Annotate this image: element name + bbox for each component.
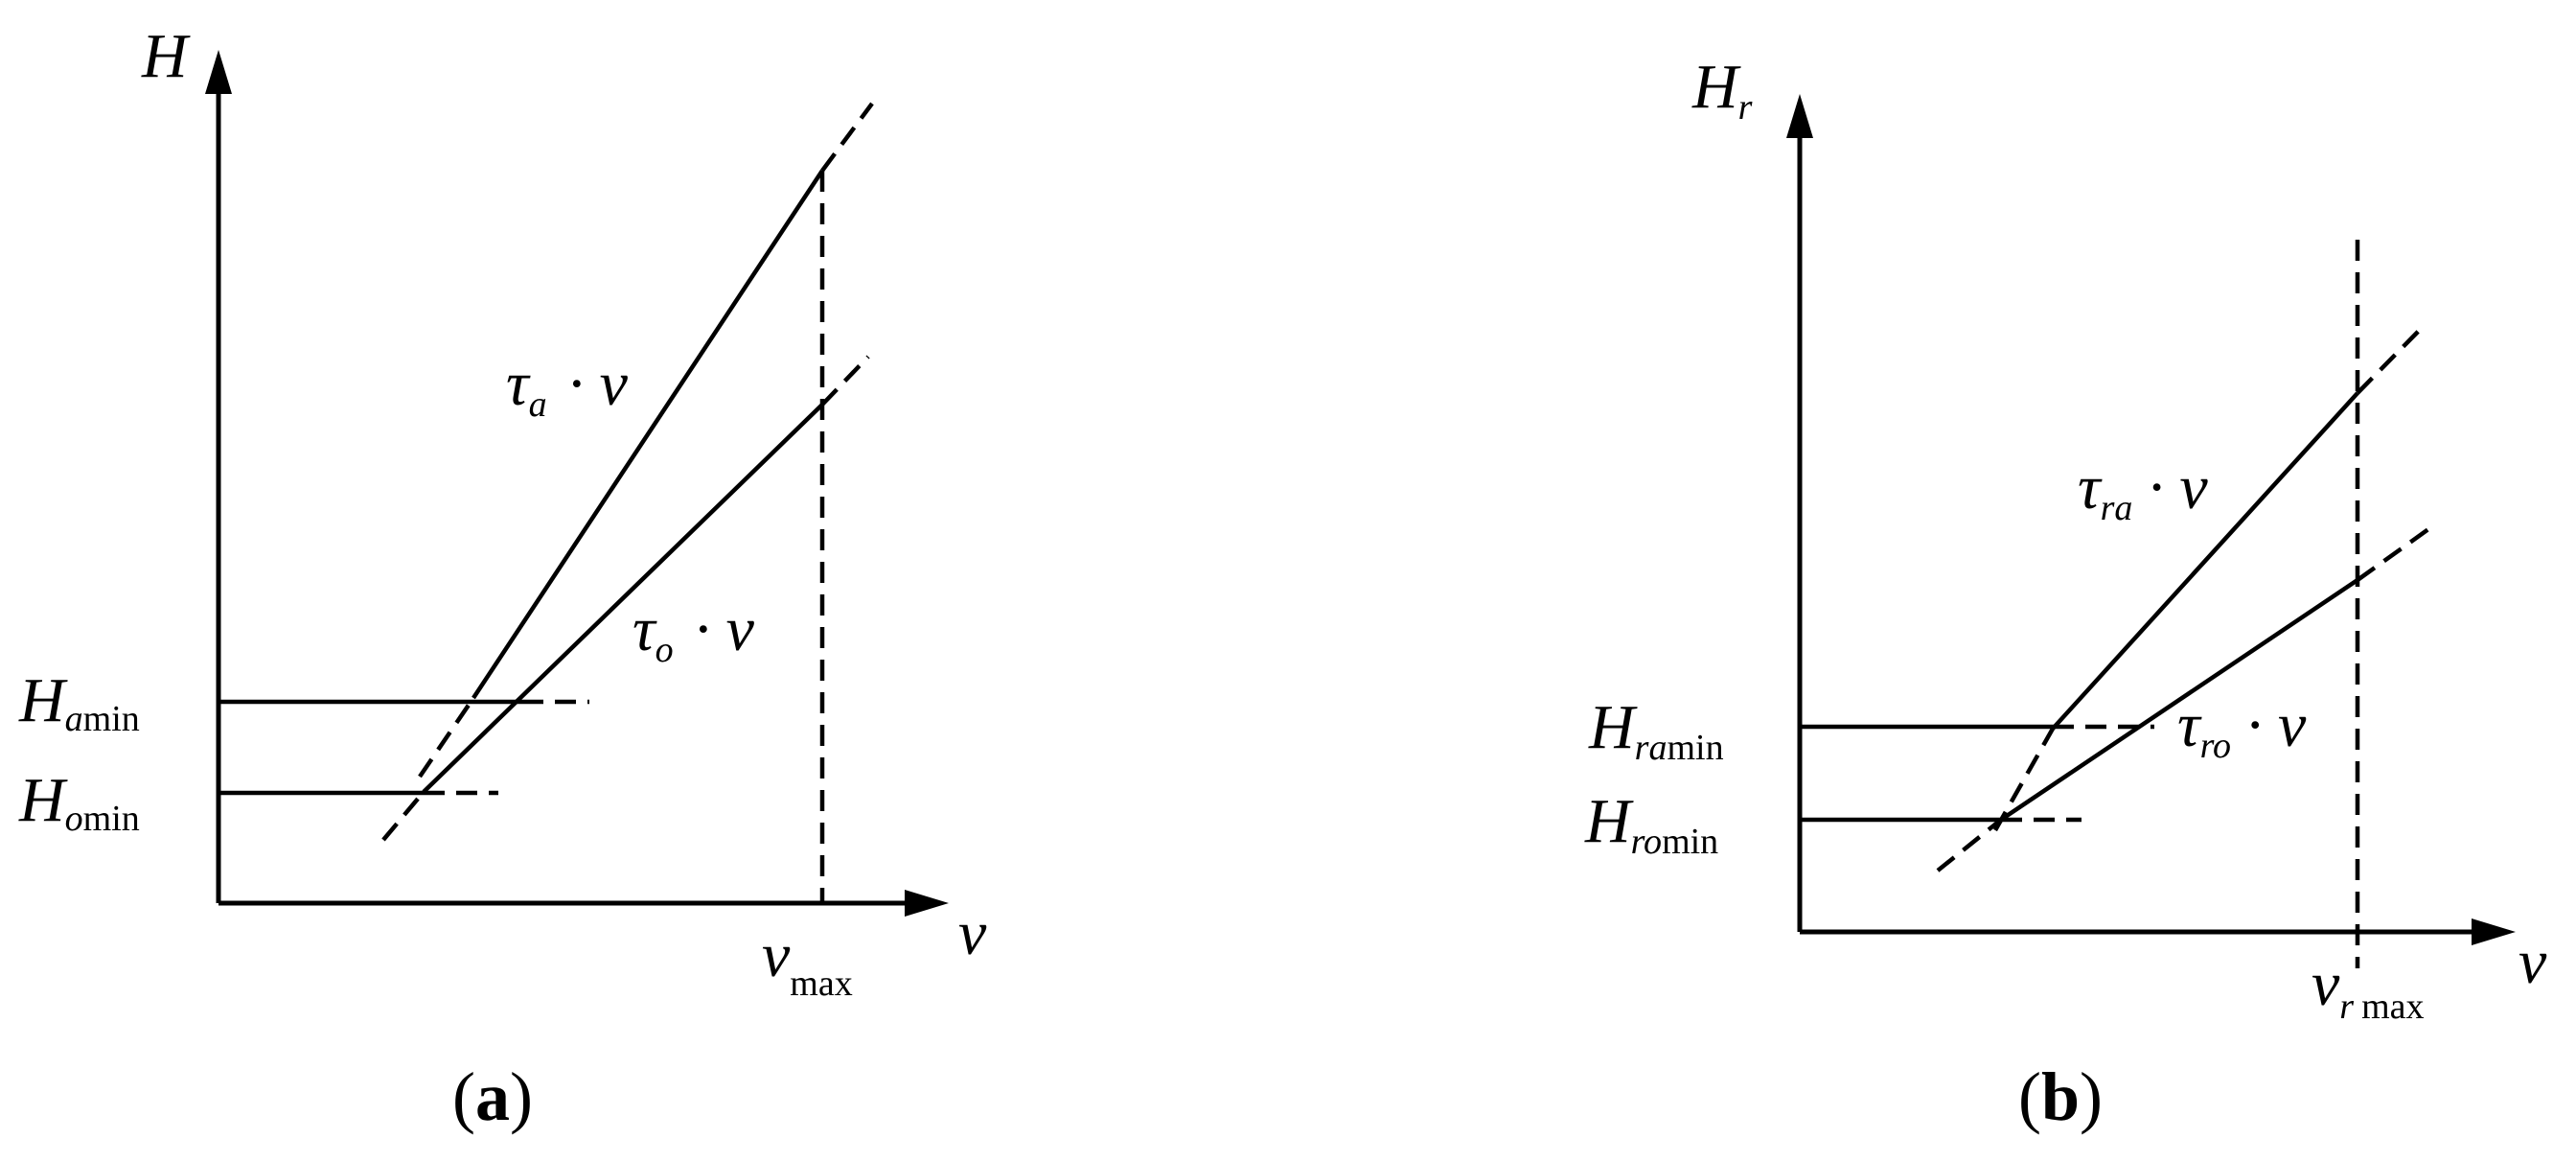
panel-b-y-axis-arrow — [1786, 94, 1813, 138]
panel-b-level-ra-label: Hramin — [1588, 692, 1724, 768]
panel-a-y-axis-arrow — [205, 50, 232, 94]
panel-b-caption: (b) — [2018, 1058, 2103, 1135]
panel-a-line-o-label: τo· v — [632, 594, 755, 670]
panel-a-line-a-dashed-low — [418, 696, 475, 779]
panel-b-y-axis-label: Hr — [1691, 52, 1753, 128]
panel-a-line-o — [422, 403, 824, 794]
panel-a-line-a — [472, 169, 824, 700]
panel-a-line-a-dashed-high — [820, 102, 874, 173]
panel-a-x-axis-arrow — [905, 890, 949, 917]
panel-b-line-ro-dashed-low — [1936, 818, 2003, 872]
panel-b-line-ro-dashed-high — [2356, 527, 2430, 582]
panel-b-line-ra-dashed-low — [1993, 727, 2055, 832]
panel-a-level-a-label: Hamin — [18, 665, 140, 739]
panel-b-x-axis-arrow — [2472, 918, 2516, 945]
panel-b-line-ra — [2051, 391, 2359, 731]
panel-b-line-ra-dashed-high — [2356, 329, 2421, 395]
panel-a-y-axis-label: H — [141, 21, 191, 91]
panel-b-line-ro — [1999, 578, 2359, 822]
panel-a: H v τa· v τo· v Hamin Homin vmax (a) — [18, 21, 987, 1135]
panel-a-line-a-label: τa· v — [506, 349, 629, 425]
panel-a-line-o-dashed-low — [381, 790, 426, 842]
panel-a-line-o-dashed-high — [820, 355, 870, 407]
panel-a-caption: (a) — [452, 1058, 533, 1135]
panel-a-level-o-label: Homin — [18, 765, 140, 839]
panel-b-x-axis-label: v — [2518, 927, 2547, 997]
panel-a-vmax-label: vmax — [762, 920, 853, 1004]
panel-b-level-ro-label: Hromin — [1584, 786, 1718, 862]
panel-b-line-ro-label: τro· v — [2177, 690, 2307, 766]
panel-b-line-ra-label: τra· v — [2078, 453, 2208, 528]
panel-a-x-axis-label: v — [958, 898, 987, 968]
